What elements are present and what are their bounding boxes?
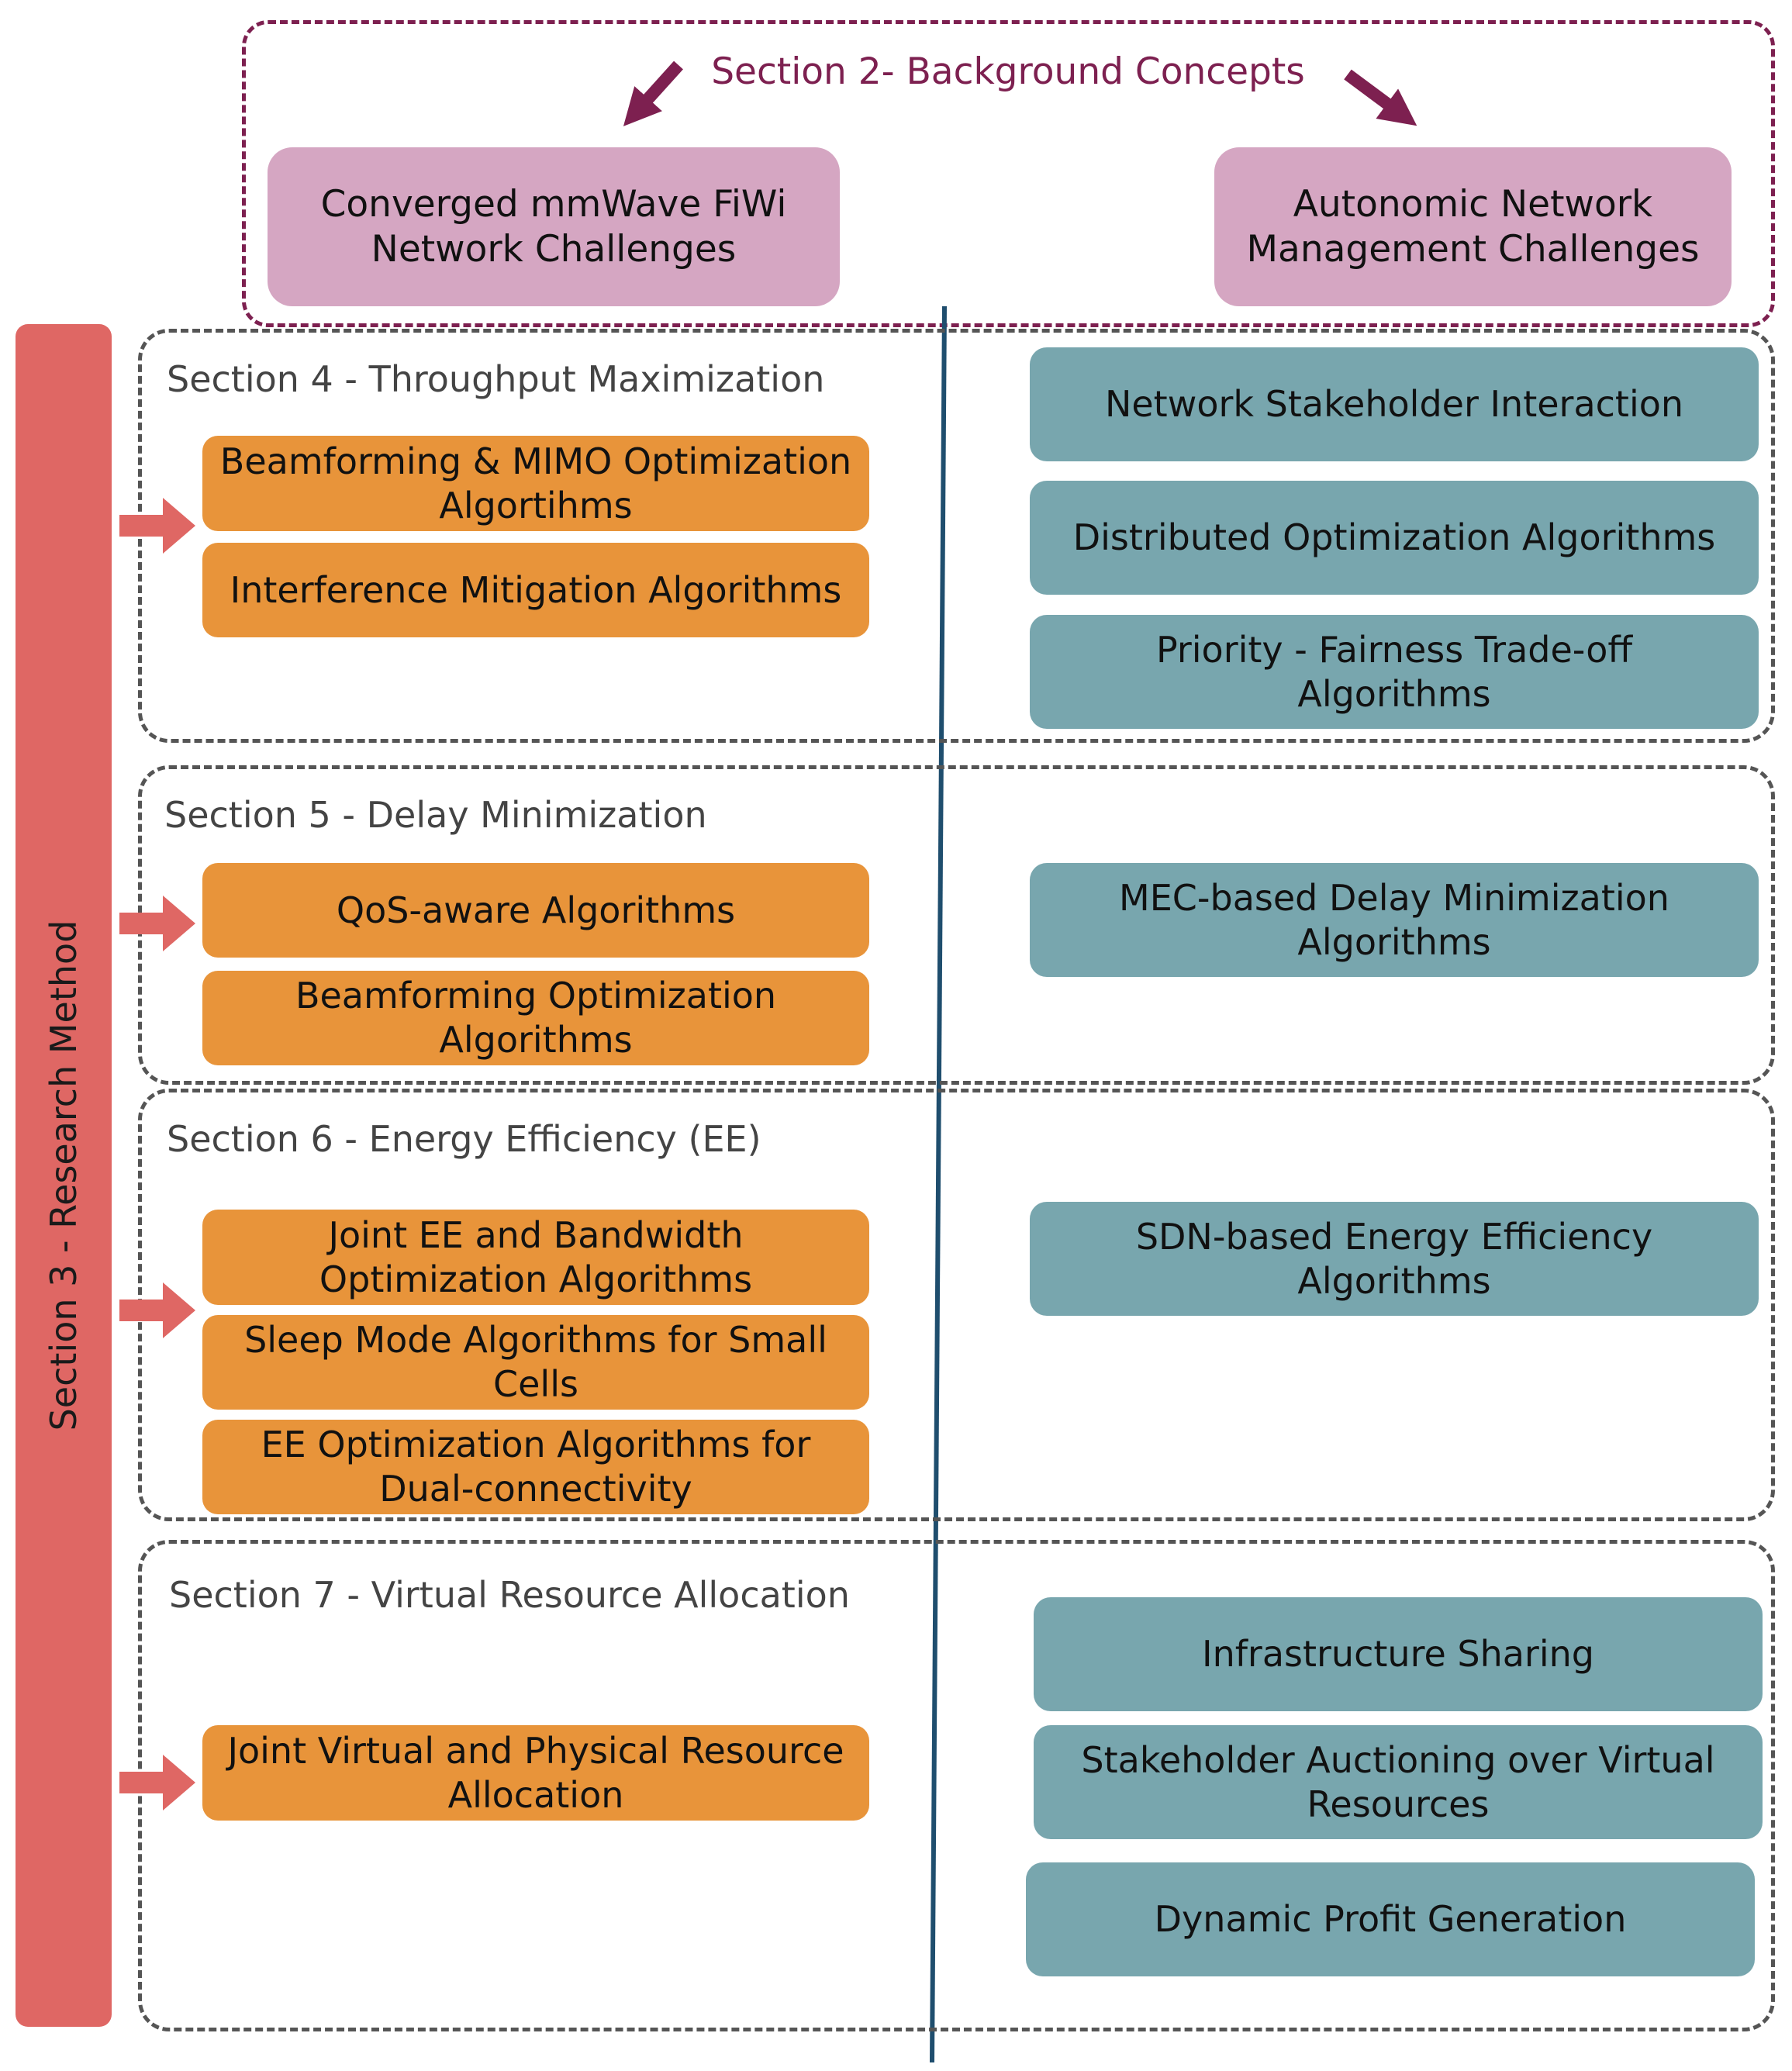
arrow-section-6 — [119, 1282, 195, 1338]
beamforming-optimization-box: Beamforming Optimization Algorithms — [202, 971, 869, 1065]
research-method-label: Section 3 - Research Method — [43, 920, 85, 1431]
section-5-title: Section 5 - Delay Minimization — [164, 794, 707, 836]
sleep-mode-box: Sleep Mode Algorithms for Small Cells — [202, 1315, 869, 1410]
stakeholder-auctioning-box: Stakeholder Auctioning over Virtual Reso… — [1034, 1725, 1763, 1839]
section-4-title: Section 4 - Throughput Maximization — [167, 358, 825, 400]
infrastructure-sharing-box: Infrastructure Sharing — [1034, 1597, 1763, 1711]
distributed-optimization-box: Distributed Optimization Algorithms — [1030, 481, 1759, 595]
background-concepts-title: Section 2- Background Concepts — [711, 50, 1305, 93]
mec-delay-box: MEC-based Delay Minimization Algorithms — [1030, 863, 1759, 977]
arrow-section-4 — [119, 498, 195, 554]
network-stakeholder-interaction-box: Network Stakeholder Interaction — [1030, 347, 1759, 461]
arrow-section-7 — [119, 1755, 195, 1810]
autonomic-management-challenges-box: Autonomic Network Management Challenges — [1214, 147, 1732, 306]
mmwave-fiwi-challenges-box: Converged mmWave FiWi Network Challenges — [268, 147, 840, 306]
dynamic-profit-box: Dynamic Profit Generation — [1026, 1862, 1755, 1976]
right-down-arrow — [1344, 69, 1417, 126]
research-method-bar — [16, 324, 112, 2027]
joint-virtual-physical-box: Joint Virtual and Physical Resource Allo… — [202, 1725, 869, 1821]
ee-dual-connectivity-box: EE Optimization Algorithms for Dual-conn… — [202, 1420, 869, 1514]
arrow-section-5 — [119, 896, 195, 951]
background-concepts-frame — [242, 20, 1775, 327]
priority-fairness-box: Priority - Fairness Trade-off Algorithms — [1030, 615, 1759, 729]
section-6-title: Section 6 - Energy Efficiency (EE) — [167, 1118, 761, 1160]
beamforming-mimo-box: Beamforming & MIMO Optimization Algortih… — [202, 436, 869, 531]
section-7-title: Section 7 - Virtual Resource Allocation — [169, 1574, 850, 1616]
left-down-arrow — [623, 60, 683, 126]
joint-ee-bandwidth-box: Joint EE and Bandwidth Optimization Algo… — [202, 1210, 869, 1305]
interference-mitigation-box: Interference Mitigation Algorithms — [202, 543, 869, 637]
sdn-energy-box: SDN-based Energy Efficiency Algorithms — [1030, 1202, 1759, 1316]
qos-aware-box: QoS-aware Algorithms — [202, 863, 869, 958]
center-divider-line — [930, 305, 947, 2063]
